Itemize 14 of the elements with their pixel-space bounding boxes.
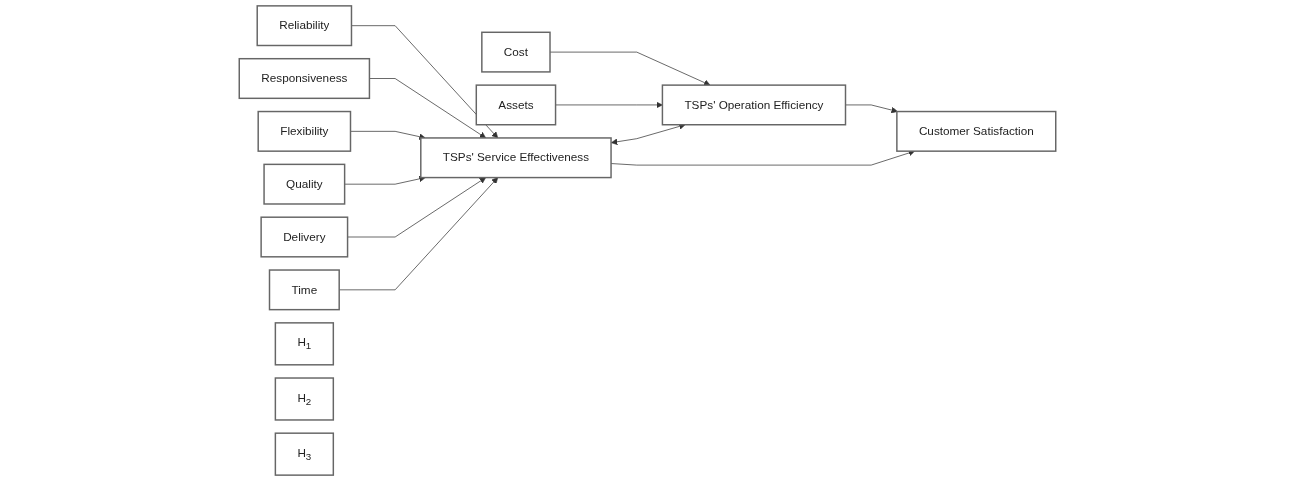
- node-box: Customer Satisfaction: [896, 110, 1057, 152]
- node-box: Responsiveness: [238, 57, 371, 100]
- node-box: H$_{1}$: [274, 322, 335, 366]
- node-box: Assets: [475, 84, 557, 126]
- node-box: Flexibility: [257, 110, 352, 152]
- node-box: Delivery: [260, 216, 349, 258]
- node-box: Reliability: [256, 5, 353, 47]
- node-box: Quality: [263, 163, 346, 205]
- node-box: TSPs' Operation Efficiency: [661, 84, 847, 126]
- node-box: TSPs' Service Effectiveness: [420, 137, 612, 179]
- node-box: Cost: [481, 31, 551, 73]
- node-box: H$_{2}$: [274, 377, 335, 421]
- node-box: Time: [268, 269, 340, 311]
- node-box: H$_{3}$: [274, 432, 335, 476]
